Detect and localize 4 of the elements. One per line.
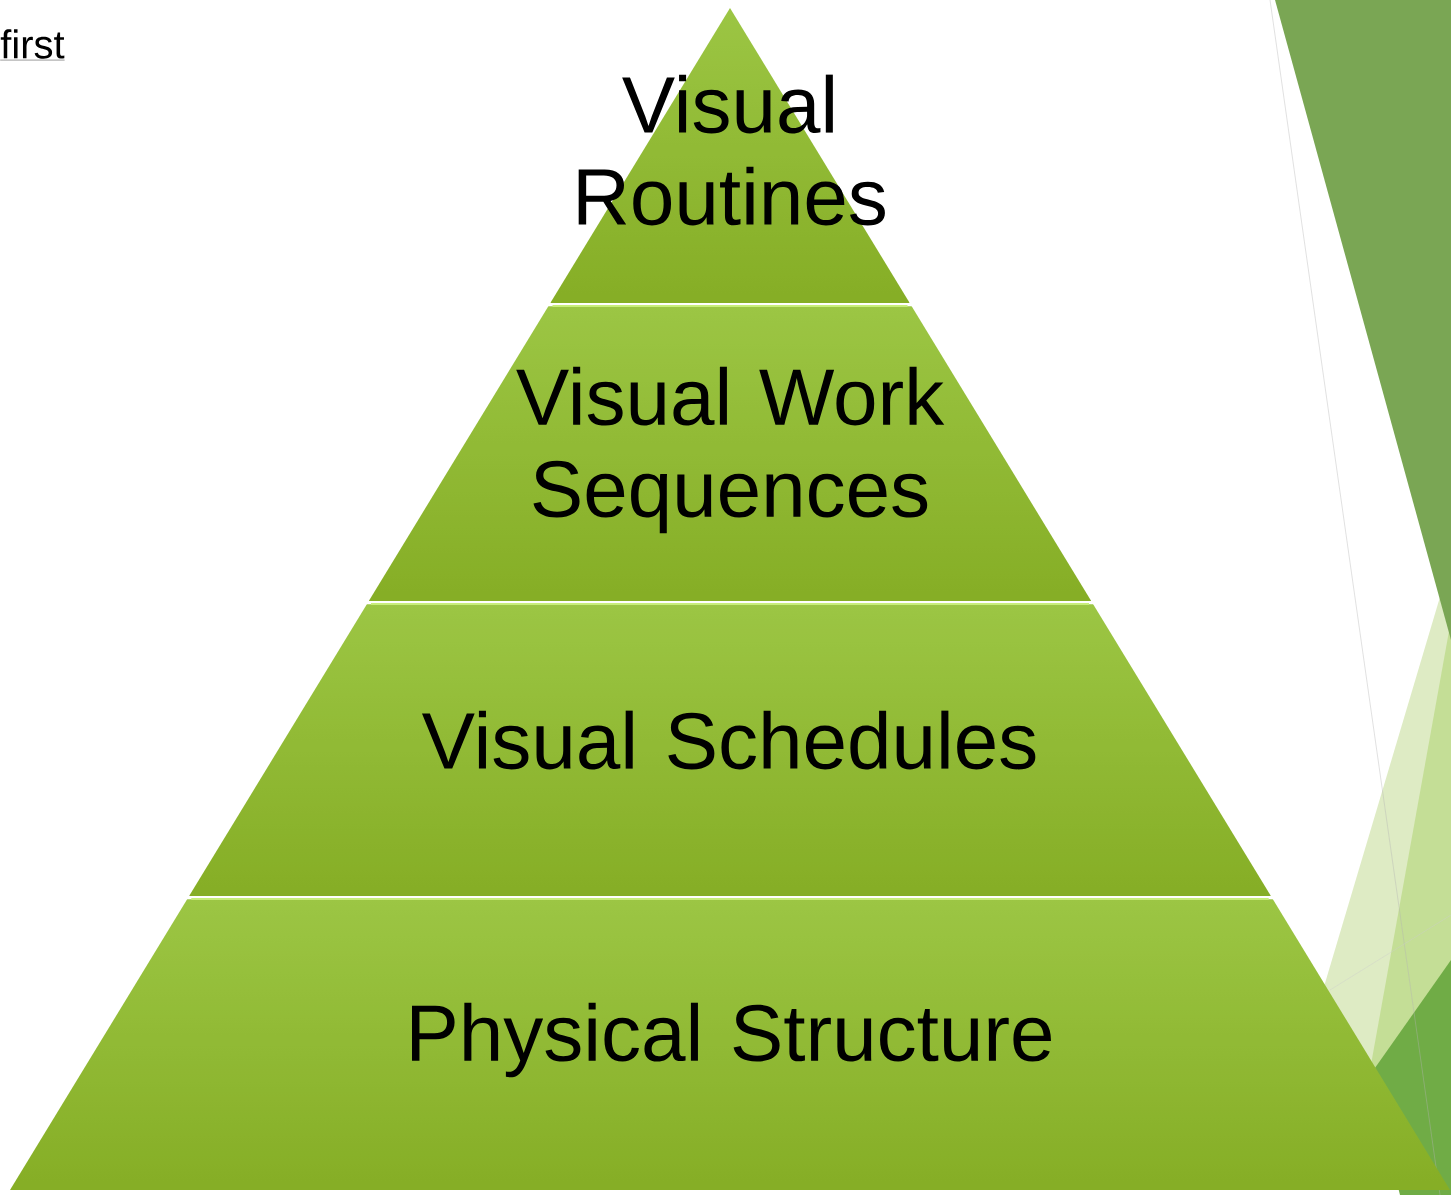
link-text: first bbox=[0, 29, 65, 61]
pyramid-level: Visual Schedules bbox=[370, 603, 1090, 770]
pyramid-level: Physical Structure bbox=[190, 898, 1270, 1078]
pyramid-level: Visual Work Sequences bbox=[516, 305, 945, 534]
